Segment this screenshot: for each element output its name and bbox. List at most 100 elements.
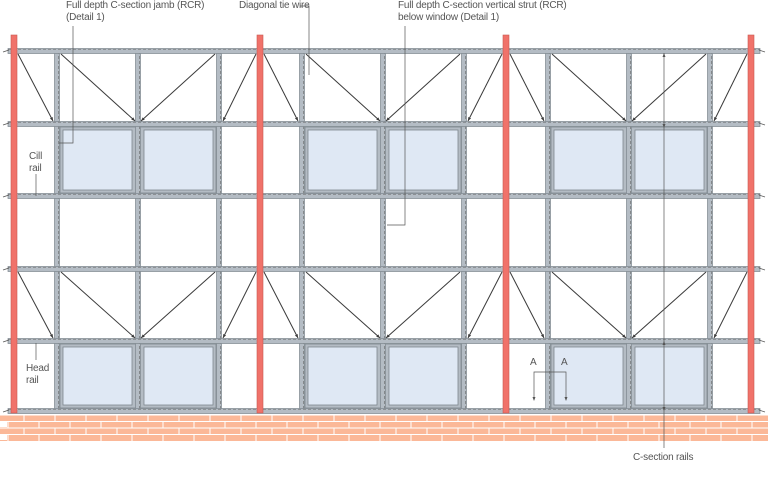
head-rail-label: Head rail bbox=[26, 363, 49, 387]
section-arrow bbox=[532, 397, 536, 401]
dimension-arrow bbox=[662, 407, 666, 411]
tie-arrowhead bbox=[540, 334, 544, 338]
window-pane bbox=[143, 346, 214, 406]
tie-arrowhead bbox=[386, 117, 390, 121]
tie-wire-label: Diagonal tie wire bbox=[239, 0, 310, 11]
jamb-label-line2: (Detail 1) bbox=[66, 12, 105, 23]
diagonal-tie-wire bbox=[631, 271, 707, 339]
tie-arrowhead bbox=[376, 117, 380, 121]
window-pane bbox=[634, 129, 705, 191]
tie-arrowhead bbox=[714, 117, 718, 121]
tie-arrowhead bbox=[376, 334, 380, 338]
diagonal-tie-wire bbox=[551, 53, 627, 122]
steel-column bbox=[10, 34, 18, 414]
section-a-marker bbox=[533, 371, 567, 398]
window-pane bbox=[307, 129, 378, 191]
diagonal-tie-wire bbox=[305, 53, 381, 122]
steel-column bbox=[502, 34, 510, 414]
jamb-label-line1: Full depth C-section jamb (RCR) bbox=[66, 0, 205, 11]
diagonal-tie-wire bbox=[385, 271, 461, 339]
tie-arrowhead bbox=[131, 334, 135, 338]
rail-end bbox=[2, 122, 10, 126]
tie-arrowhead bbox=[223, 117, 227, 121]
tie-arrowhead bbox=[294, 117, 298, 121]
diagonal-tie-wire bbox=[385, 53, 461, 122]
diagonal-tie-wire bbox=[222, 271, 257, 339]
strut-label-line2: below window (Detail 1) bbox=[398, 12, 500, 23]
diagonal-tie-wire bbox=[140, 271, 216, 339]
strut-label-line1: Full depth C-section vertical strut (RCR… bbox=[398, 0, 567, 11]
dimension-arrow bbox=[662, 53, 666, 57]
window-pane bbox=[388, 346, 459, 406]
rail-end bbox=[758, 194, 766, 198]
window-pane bbox=[553, 346, 624, 406]
diagonal-tie-wire bbox=[17, 53, 54, 122]
tie-arrowhead bbox=[632, 117, 636, 121]
rail-end bbox=[2, 339, 10, 343]
head-label-line2: rail bbox=[26, 375, 39, 386]
dimension-arrow bbox=[662, 124, 666, 128]
c-section-rail bbox=[7, 266, 761, 272]
diagonal-tie-wire bbox=[509, 53, 545, 122]
tie-arrowhead bbox=[714, 334, 718, 338]
diagonal-tie-wire bbox=[551, 271, 627, 339]
head-label-line1: Head bbox=[26, 363, 50, 374]
window-pane bbox=[307, 346, 378, 406]
diagonal-tie-wire bbox=[17, 271, 54, 339]
section-arrow bbox=[564, 397, 568, 401]
diagonal-tie-wire bbox=[631, 53, 707, 122]
diagonal-tie-wire bbox=[60, 53, 136, 122]
tie-arrowhead bbox=[141, 117, 145, 121]
tie-arrowhead bbox=[468, 334, 472, 338]
rail-end bbox=[758, 122, 766, 126]
rail-end bbox=[2, 409, 10, 413]
rail-end bbox=[2, 194, 10, 198]
brick-gap bbox=[0, 422, 7, 427]
diagonal-tie-wire bbox=[263, 271, 299, 339]
c-section-rail bbox=[7, 338, 761, 344]
tie-arrowhead bbox=[540, 117, 544, 121]
tie-arrowhead bbox=[632, 334, 636, 338]
cill-rail-label: Cill rail bbox=[29, 151, 42, 175]
window-pane bbox=[634, 346, 705, 406]
rail-end bbox=[2, 267, 10, 271]
tie-arrowhead bbox=[386, 334, 390, 338]
jamb-label: Full depth C-section jamb (RCR) (Detail … bbox=[66, 0, 204, 24]
tie-arrowhead bbox=[622, 334, 626, 338]
steel-column bbox=[256, 34, 264, 414]
cill-label-line2: rail bbox=[29, 163, 42, 174]
c-section-rail bbox=[7, 193, 761, 199]
window-pane bbox=[143, 129, 214, 191]
tie-wire-leader bbox=[300, 5, 310, 75]
c-section-rail bbox=[7, 408, 761, 414]
diagonal-tie-wire bbox=[263, 53, 299, 122]
diagonal-tie-wire bbox=[713, 53, 748, 122]
diagonal-tie-wire bbox=[467, 271, 503, 339]
rail-end bbox=[2, 49, 10, 53]
window-pane bbox=[553, 129, 624, 191]
rail-end bbox=[758, 49, 766, 53]
rail-end bbox=[758, 409, 766, 413]
tie-arrowhead bbox=[622, 117, 626, 121]
strut-leader bbox=[387, 26, 406, 226]
window-pane bbox=[388, 129, 459, 191]
section-a-right-label: A bbox=[561, 357, 568, 368]
window-pane bbox=[62, 346, 133, 406]
tie-arrowhead bbox=[468, 117, 472, 121]
tie-arrowhead bbox=[294, 334, 298, 338]
c-section-rails-label: C-section rails bbox=[633, 452, 694, 463]
steel-column bbox=[747, 34, 755, 414]
c-section-rail bbox=[7, 121, 761, 127]
tie-arrowhead bbox=[131, 117, 135, 121]
c-section-rail bbox=[7, 48, 761, 54]
strut-label: Full depth C-section vertical strut (RCR… bbox=[398, 0, 567, 24]
diagonal-tie-wire bbox=[467, 53, 503, 122]
brick-gap bbox=[0, 435, 7, 440]
diagonal-tie-wire bbox=[713, 271, 748, 339]
diagonal-tie-wire bbox=[140, 53, 216, 122]
tie-arrowhead bbox=[141, 334, 145, 338]
tie-arrowhead bbox=[223, 334, 227, 338]
cill-label-line1: Cill bbox=[29, 151, 43, 162]
